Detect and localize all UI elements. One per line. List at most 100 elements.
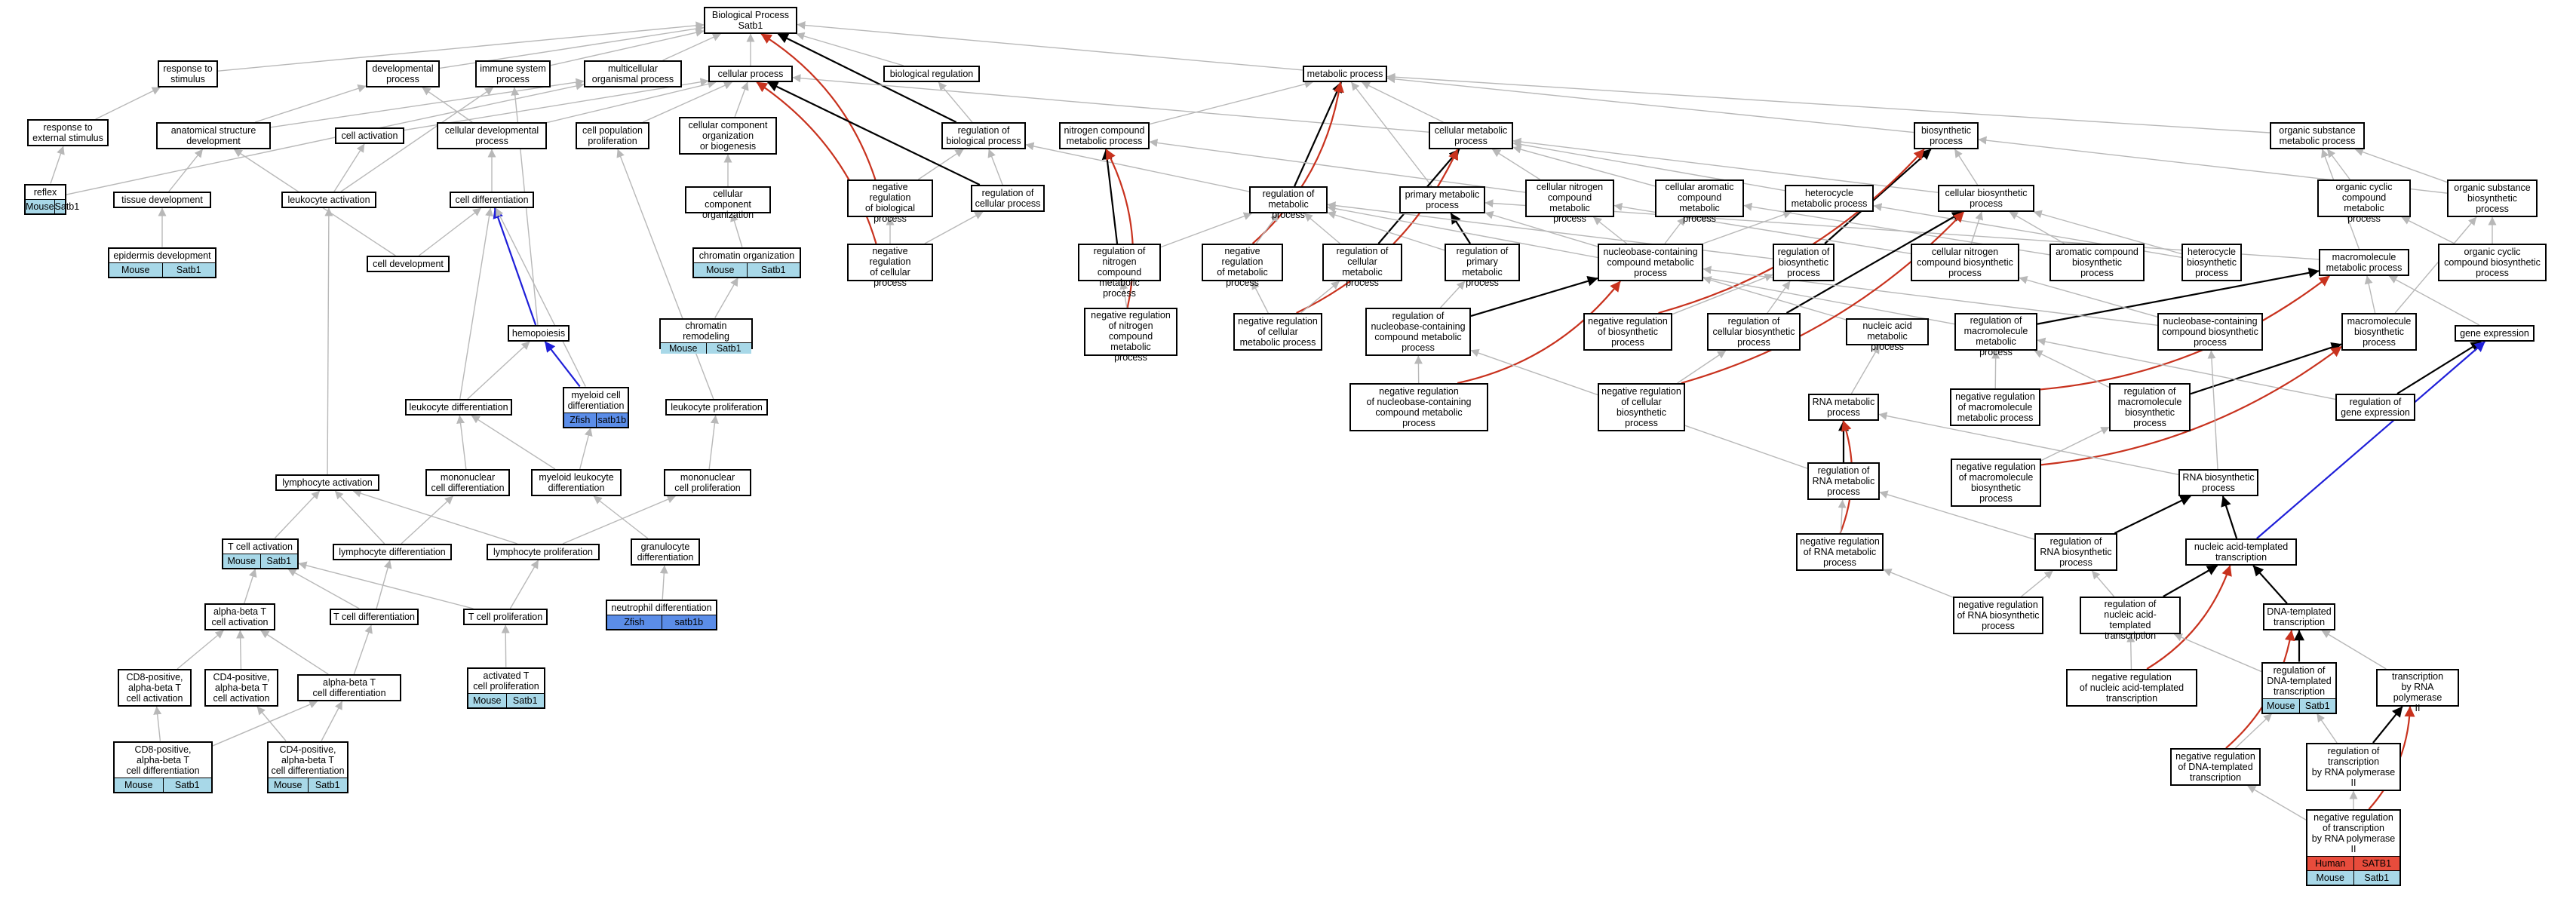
go-term-node[interactable]: negative regulation of cellular metaboli… xyxy=(1233,313,1322,351)
go-term-node[interactable]: cellular metabolic process xyxy=(1429,122,1513,149)
go-term-node[interactable]: nitrogen compound metabolic process xyxy=(1059,122,1150,149)
go-term-node[interactable]: nucleobase-containing compound metabolic… xyxy=(1598,244,1703,281)
go-term-node[interactable]: regulation of DNA-templated transcriptio… xyxy=(2261,661,2337,714)
go-term-node[interactable]: tissue development xyxy=(113,192,211,208)
go-term-node[interactable]: CD8-positive, alpha-beta T cell activati… xyxy=(118,669,192,707)
go-term-node[interactable]: negative regulation of macromolecule met… xyxy=(1950,388,2040,426)
go-term-node[interactable]: anatomical structure development xyxy=(156,122,271,149)
go-term-node[interactable]: Biological Process Satb1 xyxy=(704,7,797,34)
go-term-node[interactable]: negative regulation of metabolic process xyxy=(1202,244,1283,288)
go-term-node[interactable]: leukocyte activation xyxy=(281,192,376,208)
go-term-node[interactable]: cellular aromatic compound metabolic pro… xyxy=(1655,179,1744,224)
go-term-node[interactable]: regulation of biological process xyxy=(941,122,1026,149)
go-term-node[interactable]: regulation of nucleic acid-templated tra… xyxy=(2080,597,2181,641)
go-term-node[interactable]: transcription by RNA polymerase II xyxy=(2376,669,2459,713)
go-term-node[interactable]: cell population proliferation xyxy=(576,122,649,149)
go-term-node[interactable]: negative regulation of nucleic acid-temp… xyxy=(2066,669,2197,707)
go-term-node[interactable]: response to external stimulus xyxy=(27,119,109,146)
go-term-node[interactable]: organic substance biosynthetic process xyxy=(2447,179,2538,217)
go-term-node[interactable]: immune system process xyxy=(475,60,551,87)
go-term-node[interactable]: cellular developmental process xyxy=(437,122,547,149)
go-term-node[interactable]: biological regulation xyxy=(883,66,980,82)
go-term-node[interactable]: heterocycle biosynthetic process xyxy=(2181,244,2242,281)
go-term-node[interactable]: DNA-templated transcription xyxy=(2263,603,2335,630)
go-term-node[interactable]: leukocyte differentiation xyxy=(405,399,512,416)
go-term-node[interactable]: lymphocyte activation xyxy=(275,474,379,491)
go-term-node[interactable]: organic substance metabolic process xyxy=(2270,122,2365,149)
go-term-node[interactable]: gene expression xyxy=(2455,325,2535,342)
go-term-node[interactable]: negative regulation of cellular process xyxy=(847,244,933,288)
go-term-node[interactable]: negative regulation of biosynthetic proc… xyxy=(1583,313,1672,351)
go-term-node[interactable]: regulation of cellular process xyxy=(971,185,1045,212)
go-term-node[interactable]: cellular biosynthetic process xyxy=(1938,185,2034,212)
go-term-node[interactable]: organic cyclic compound metabolic proces… xyxy=(2317,179,2411,224)
go-term-node[interactable]: regulation of RNA metabolic process xyxy=(1807,462,1880,500)
go-term-node[interactable]: cell differentiation xyxy=(450,192,534,208)
go-term-node[interactable]: regulation of metabolic process xyxy=(1249,186,1328,220)
go-term-node[interactable]: primary metabolic process xyxy=(1399,186,1485,213)
go-term-node[interactable]: nucleic acid metabolic process xyxy=(1846,318,1929,352)
go-term-node[interactable]: CD8-positive, alpha-beta T cell differen… xyxy=(113,741,213,793)
go-term-node[interactable]: metabolic process xyxy=(1303,66,1387,82)
go-term-node[interactable]: negative regulation of cellular biosynth… xyxy=(1598,383,1685,431)
go-term-node[interactable]: organic cyclic compound biosynthetic pro… xyxy=(2438,244,2547,281)
go-term-node[interactable]: negative regulation of RNA metabolic pro… xyxy=(1796,533,1884,571)
go-term-node[interactable]: mononuclear cell differentiation xyxy=(425,469,510,496)
go-term-node[interactable]: myeloid leukocyte differentiation xyxy=(531,469,622,496)
go-term-node[interactable]: regulation of macromolecule metabolic pr… xyxy=(1954,313,2037,357)
go-term-node[interactable]: regulation of biosynthetic process xyxy=(1773,244,1835,281)
go-term-node[interactable]: regulation of macromolecule biosynthetic… xyxy=(2109,383,2191,431)
go-term-node[interactable]: regulation of gene expression xyxy=(2335,394,2415,421)
go-term-node[interactable]: granulocyte differentiation xyxy=(631,538,700,566)
go-term-node[interactable]: cellular nitrogen compound metabolic pro… xyxy=(1525,179,1614,224)
go-term-node[interactable]: negative regulation of biological proces… xyxy=(847,179,933,224)
go-term-node[interactable]: negative regulation of transcription by … xyxy=(2306,809,2401,886)
go-term-node[interactable]: regulation of nitrogen compound metaboli… xyxy=(1078,244,1161,299)
go-term-node[interactable]: negative regulation of nucleobase-contai… xyxy=(1349,383,1488,431)
go-term-node[interactable]: macromolecule metabolic process xyxy=(2319,249,2409,276)
go-term-node[interactable]: lymphocyte proliferation xyxy=(487,544,600,560)
go-term-node[interactable]: lymphocyte differentiation xyxy=(333,544,452,560)
go-term-node[interactable]: alpha-beta T cell activation xyxy=(204,603,275,630)
go-term-node[interactable]: response to stimulus xyxy=(158,60,218,87)
go-term-node[interactable]: regulation of primary metabolic process xyxy=(1445,244,1520,288)
go-term-node[interactable]: T cell proliferation xyxy=(463,609,548,625)
go-term-node[interactable]: cellular nitrogen compound biosynthetic … xyxy=(1911,244,2019,281)
go-term-node[interactable]: mononuclear cell proliferation xyxy=(664,469,751,496)
go-term-node[interactable]: multicellular organismal process xyxy=(584,60,682,87)
go-term-node[interactable]: heterocycle metabolic process xyxy=(1785,185,1874,212)
go-term-node[interactable]: negative regulation of macromolecule bio… xyxy=(1951,459,2041,507)
go-term-node[interactable]: cellular component organization xyxy=(685,186,771,220)
go-term-node[interactable]: CD4-positive, alpha-beta T cell differen… xyxy=(267,741,348,793)
go-term-node[interactable]: RNA biosynthetic process xyxy=(2178,469,2258,496)
go-term-node[interactable]: hemopoiesis xyxy=(508,325,570,342)
go-term-node[interactable]: regulation of cellular biosynthetic proc… xyxy=(1707,313,1801,351)
go-term-node[interactable]: alpha-beta T cell differentiation xyxy=(297,674,401,701)
go-term-node[interactable]: negative regulation of DNA-templated tra… xyxy=(2170,748,2261,786)
go-term-node[interactable]: cell activation xyxy=(335,127,404,144)
go-term-node[interactable]: regulation of transcription by RNA polym… xyxy=(2306,743,2401,791)
go-term-node[interactable]: nucleobase-containing compound biosynthe… xyxy=(2157,313,2263,351)
go-term-node[interactable]: regulation of RNA biosynthetic process xyxy=(2034,533,2117,571)
go-term-node[interactable]: leukocyte proliferation xyxy=(665,399,768,416)
go-term-node[interactable]: negative regulation of nitrogen compound… xyxy=(1084,308,1177,363)
go-term-node[interactable]: cellular process xyxy=(708,66,793,82)
go-term-node[interactable]: cellular component organization or bioge… xyxy=(679,117,777,155)
go-term-node[interactable]: cell development xyxy=(367,256,450,272)
go-term-node[interactable]: macromolecule biosynthetic process xyxy=(2341,313,2417,351)
go-term-node[interactable]: aromatic compound biosynthetic process xyxy=(2049,244,2145,281)
go-term-node[interactable]: negative regulation of RNA biosynthetic … xyxy=(1953,597,2043,634)
go-term-node[interactable]: nucleic acid-templated transcription xyxy=(2185,538,2297,566)
go-term-node[interactable]: T cell differentiation xyxy=(330,609,419,625)
go-term-node[interactable]: RNA metabolic process xyxy=(1808,394,1879,421)
go-term-node[interactable]: developmental process xyxy=(366,60,440,87)
go-term-node[interactable]: regulation of nucleobase-containing comp… xyxy=(1365,308,1471,356)
